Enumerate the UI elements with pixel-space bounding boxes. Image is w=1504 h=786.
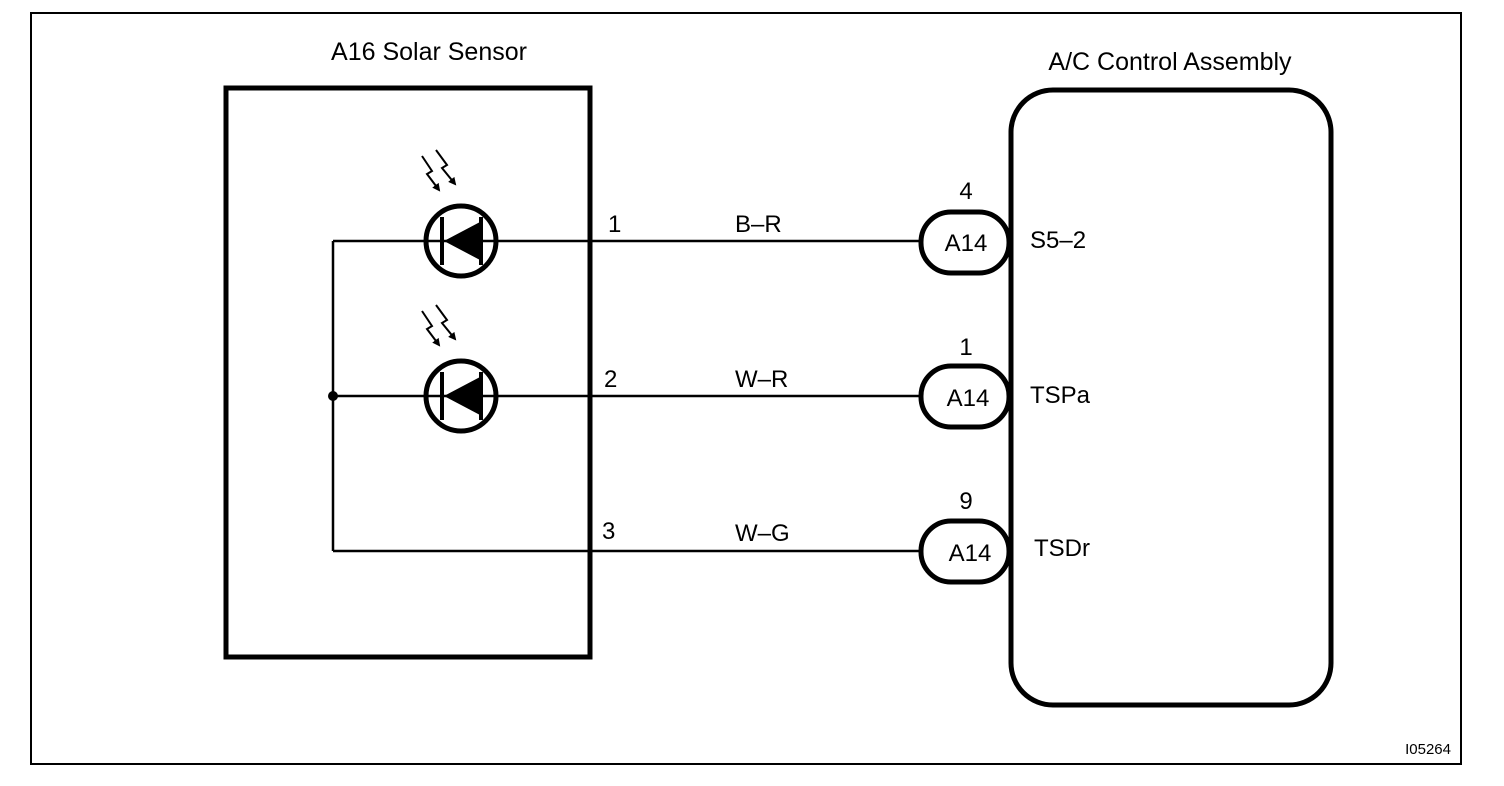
diagram-frame bbox=[30, 12, 1462, 765]
connector-label-3: A14 bbox=[949, 540, 992, 567]
wire-color-3: W–G bbox=[735, 520, 790, 547]
terminal-3: TSDr bbox=[1034, 535, 1090, 562]
terminal-2: TSPa bbox=[1030, 382, 1091, 409]
connector-a14-3: A14 bbox=[918, 518, 1012, 585]
ecu-pin-3: 9 bbox=[959, 488, 972, 515]
connector-a14-1: A14 bbox=[918, 209, 1012, 276]
solar-sensor-box bbox=[223, 85, 593, 660]
connector-a14-2: A14 bbox=[918, 363, 1012, 430]
sensor-pin-3: 3 bbox=[602, 518, 615, 545]
connector-label-1: A14 bbox=[945, 230, 988, 257]
light-arrows-icon bbox=[421, 149, 457, 192]
light-arrows-icon bbox=[421, 304, 457, 347]
photodiode-2 bbox=[421, 304, 499, 434]
junction-dot bbox=[328, 391, 338, 401]
sensor-pin-1: 1 bbox=[608, 211, 621, 238]
terminal-1: S5–2 bbox=[1030, 227, 1086, 254]
ecu-pin-1: 4 bbox=[959, 178, 972, 205]
photodiode-1 bbox=[421, 149, 499, 279]
harness-wires bbox=[590, 239, 922, 553]
sensor-pin-2: 2 bbox=[604, 366, 617, 393]
sensor-title: A16 Solar Sensor bbox=[331, 38, 527, 66]
ecu-title: A/C Control Assembly bbox=[1048, 48, 1292, 76]
connector-label-2: A14 bbox=[947, 385, 990, 412]
wire-color-1: B–R bbox=[735, 211, 782, 238]
figure-id: I05264 bbox=[1405, 741, 1451, 758]
ecu-pin-2: 1 bbox=[959, 334, 972, 361]
wire-color-2: W–R bbox=[735, 366, 788, 393]
